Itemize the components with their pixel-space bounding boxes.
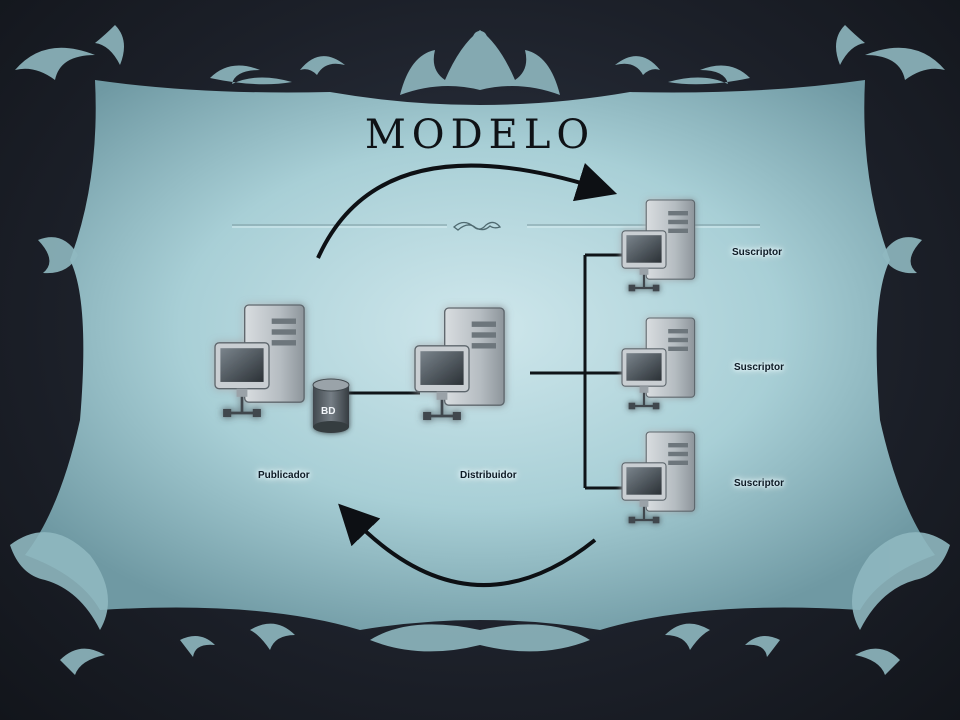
right-side-flourish-icon — [882, 237, 922, 274]
subscriber-label: Suscriptor — [734, 362, 785, 373]
bottom-center-flourish-icon — [370, 624, 590, 652]
bottom-left-corner-flourish-icon — [10, 532, 108, 675]
publisher-computer-icon — [213, 303, 306, 419]
subscriber-label: Suscriptor — [732, 247, 783, 258]
publisher-label: Publicador — [258, 470, 310, 481]
top-center-flourish-icon — [400, 30, 560, 95]
bottom-flow-arrow — [338, 503, 597, 588]
subscriber-computer-icon — [620, 430, 696, 525]
database-label: BD — [321, 406, 336, 417]
divider-flourish-icon — [452, 221, 502, 231]
top-flow-arrow — [316, 162, 618, 259]
database-icon — [312, 378, 350, 433]
left-side-flourish-icon — [38, 237, 78, 274]
bottom-right-corner-flourish-icon — [852, 532, 950, 675]
distributor-computer-icon — [413, 306, 506, 422]
subscriber-computer-icon — [620, 198, 696, 293]
subscriber-label: Suscriptor — [734, 478, 785, 489]
slide-title: MODELO — [364, 112, 596, 158]
ornament-group — [10, 25, 950, 675]
top-left-corner-flourish-icon — [15, 25, 124, 80]
top-right-corner-flourish-icon — [836, 25, 945, 80]
top-right-scroll-icon — [668, 65, 750, 85]
top-left-scroll-icon — [210, 65, 292, 85]
subscriber-computer-icon — [620, 316, 696, 411]
distributor-label: Distribuidor — [460, 470, 517, 481]
